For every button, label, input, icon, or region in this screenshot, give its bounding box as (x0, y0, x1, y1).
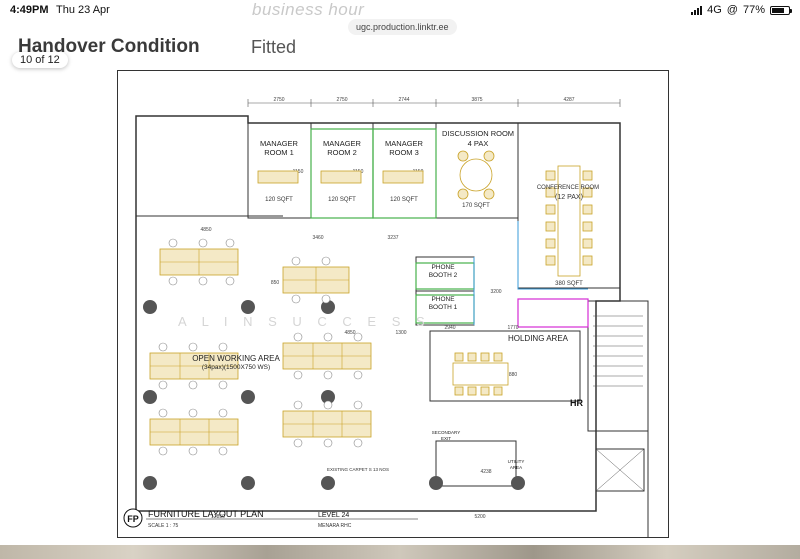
lift-label: HR (570, 398, 583, 408)
dim-12850: 12850 (211, 514, 225, 520)
status-right: 4G @ 77% (691, 4, 792, 16)
chairs (158, 238, 363, 456)
area-m3: 120 SQFT (390, 197, 418, 203)
label-discussion-a: DISCUSSION ROOM (442, 129, 514, 138)
label-manager-3-b: ROOM 3 (389, 148, 419, 157)
fp-badge-text: FP (127, 514, 139, 524)
dim-5200: 5200 (474, 514, 485, 520)
dim-3237: 3237 (387, 235, 398, 241)
dim-top-1: 2750 (273, 97, 284, 103)
dim-2940: 2940 (444, 325, 455, 331)
battery-percent: 77% (742, 4, 765, 16)
dim-3200: 3200 (490, 289, 501, 295)
structural-columns (143, 300, 525, 490)
label-open-working-a: OPEN WORKING AREA (192, 354, 280, 363)
area-m1: 120 SQFT (265, 197, 293, 203)
status-time: 4:49PM (10, 4, 49, 16)
plan-watermark: A L I N S U C C E S S (178, 314, 431, 329)
workstations (149, 248, 372, 446)
dim-1300: 1300 (395, 330, 406, 336)
label-phone1-b: BOOTH 1 (429, 304, 458, 311)
plan-title: FURNITURE LAYOUT PLAN (148, 509, 264, 519)
label-secondary-exit-b: EXIT (441, 436, 451, 441)
dim-top-5: 4287 (563, 97, 574, 103)
battery-fill (772, 7, 784, 13)
plan-building: MENARA RHC (318, 523, 352, 529)
condition-value: Fitted (251, 37, 297, 57)
dim-top-4: 3875 (471, 97, 482, 103)
area-m2: 120 SQFT (328, 197, 356, 203)
label-phone2-b: BOOTH 2 (429, 272, 458, 279)
label-discussion-b: 4 PAX (468, 139, 489, 148)
dim-4850-b: 4850 (344, 330, 355, 336)
label-phone2-a: PHONE (431, 264, 455, 271)
overlay-watermark: business hour (252, 0, 365, 19)
page-title: Handover Condition (18, 36, 200, 57)
fp-badge (123, 508, 143, 528)
dim-4850: 4850 (200, 227, 211, 233)
existing-note: EXISTING CARPET S 13 NOS (327, 467, 389, 472)
label-conference-a: CONFERENCE ROOM (537, 185, 599, 191)
label-secondary-exit-a: SECONDARY (432, 430, 460, 435)
network-type: 4G (707, 4, 722, 16)
floor-plan-drawing: 2750 2750 2744 3875 4287 4850 3460 3237 … (123, 97, 649, 537)
label-manager-1-a: MANAGER (260, 139, 299, 148)
image-counter: 10 of 12 (12, 52, 68, 68)
signal-icon (691, 5, 703, 15)
label-manager-2-b: ROOM 2 (327, 148, 357, 157)
area-discussion: 170 SQFT (462, 203, 490, 209)
dim-top-2: 2750 (336, 97, 347, 103)
dim-3460: 3460 (312, 235, 323, 241)
label-manager-1-b: ROOM 1 (264, 148, 294, 157)
plan-scale: SCALE 1 : 75 (148, 523, 179, 529)
floor-plan-image[interactable]: 2750 2750 2744 3875 4287 4850 3460 3237 … (117, 70, 669, 538)
area-conference: 380 SQFT (555, 281, 583, 287)
label-utility-b: AREA (510, 465, 522, 470)
dim-850: 850 (271, 280, 280, 286)
url-bar[interactable]: ugc.production.linktr.ee (348, 19, 457, 35)
thumbnail-strip[interactable] (0, 545, 800, 559)
dim-4238: 4238 (480, 469, 491, 475)
plan-level: LEVEL 24 (318, 512, 349, 519)
label-conference-b: (12 PAX) (555, 194, 583, 201)
status-date: Thu 23 Apr (56, 4, 110, 16)
dim-1770: 1770 (507, 325, 518, 331)
label-open-working-b: (34pax)(1500X750 WS) (202, 364, 270, 371)
status-bar: 4:49PM Thu 23 Apr business hour 4G @ 77% (0, 0, 800, 22)
label-utility-a: UTILITY (508, 459, 525, 464)
battery-icon (770, 5, 792, 15)
label-holding: HOLDING AREA (508, 334, 569, 343)
label-phone1-a: PHONE (431, 296, 455, 303)
dim-880: 880 (509, 372, 518, 378)
dim-top-3: 2744 (398, 97, 409, 103)
label-manager-2-a: MANAGER (323, 139, 362, 148)
location-icon: @ (726, 4, 738, 16)
label-manager-3-a: MANAGER (385, 139, 424, 148)
